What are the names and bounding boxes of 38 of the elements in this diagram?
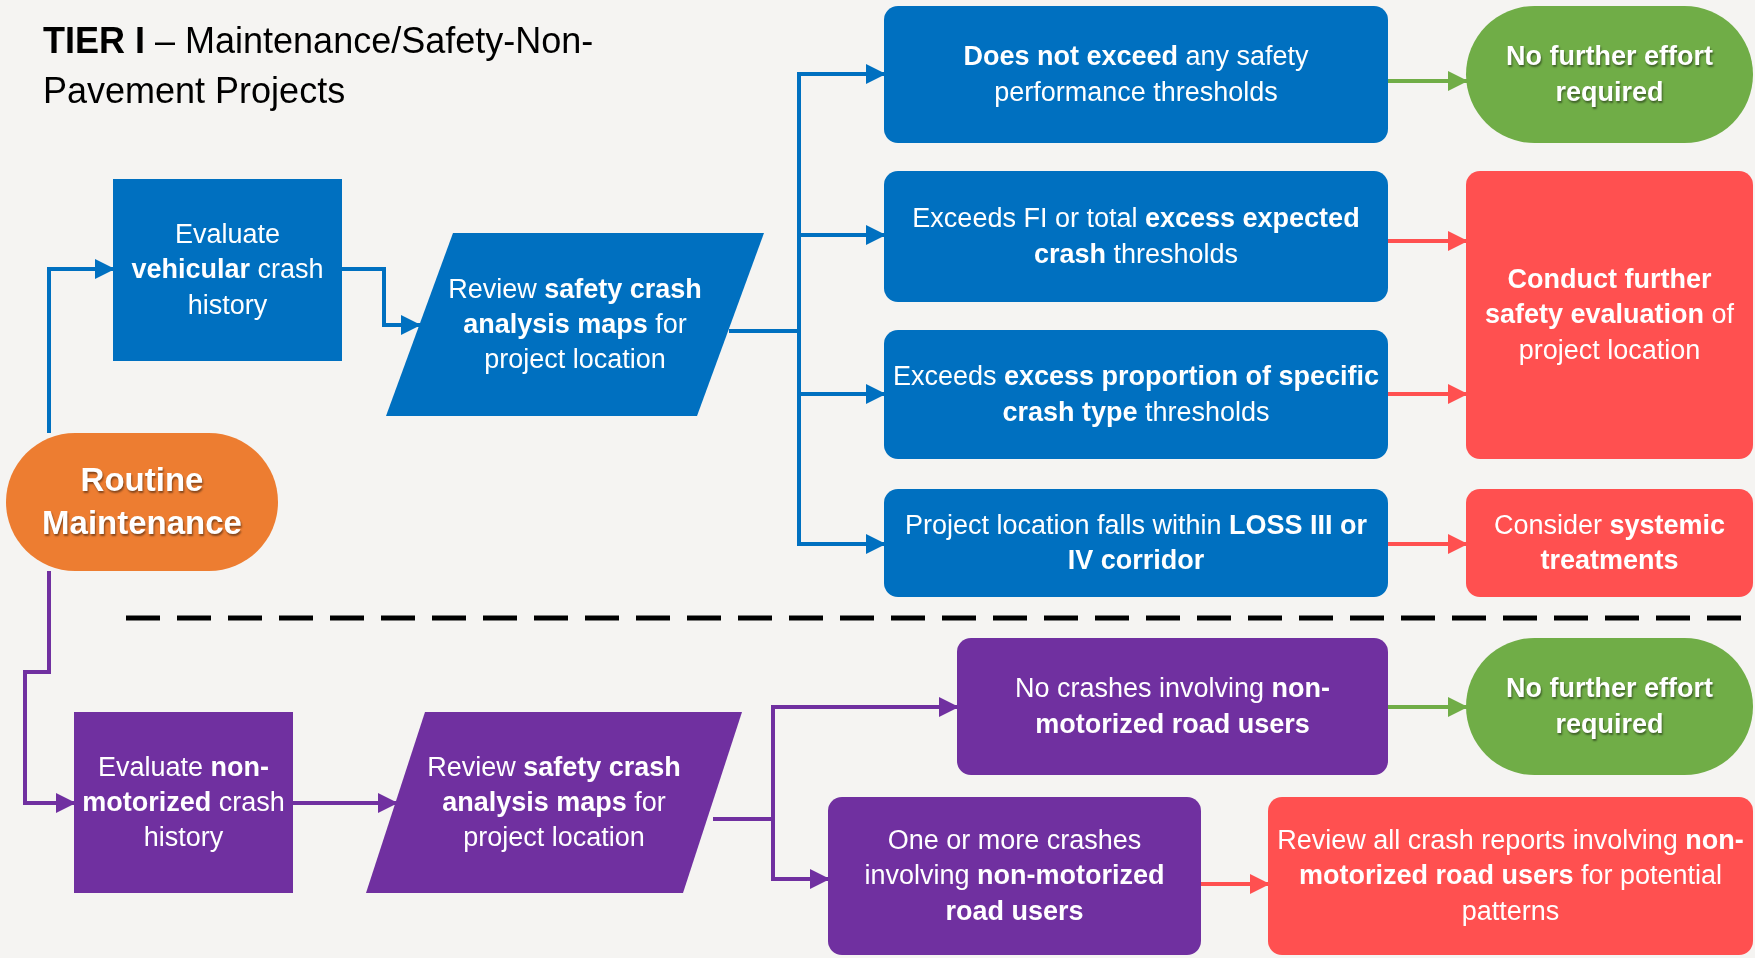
rounded-box bbox=[884, 330, 1388, 459]
arrow bbox=[23, 571, 76, 813]
rounded-box bbox=[957, 638, 1388, 775]
arrow bbox=[1386, 231, 1468, 251]
rounded-box bbox=[1466, 171, 1753, 459]
box-label: One or more crashes involving non-motorized road users bbox=[863, 824, 1166, 928]
rounded-box bbox=[1268, 797, 1753, 955]
arrow bbox=[1386, 697, 1468, 717]
rounded-box bbox=[884, 489, 1388, 597]
box-label: Routine Maintenance bbox=[41, 460, 243, 543]
box-label: Exceeds FI or total excess expected crash thresholds bbox=[911, 202, 1361, 271]
box-label: Review safety crash analysis maps for project location bbox=[426, 750, 682, 855]
box-label: Does not exceed any safety performance thresholds bbox=[962, 40, 1310, 109]
rounded-box bbox=[828, 797, 1201, 955]
rounded-box bbox=[1466, 489, 1753, 597]
box-label: Consider systemic treatments bbox=[1492, 508, 1727, 577]
box-label: No further effort required bbox=[1505, 672, 1714, 741]
data-parallelogram bbox=[366, 712, 742, 893]
box-label: Evaluate vehicular crash history bbox=[130, 218, 325, 322]
box-label: Evaluate non-motorized crash history bbox=[81, 750, 286, 855]
data-parallelogram bbox=[386, 233, 764, 416]
rounded-box bbox=[884, 6, 1388, 143]
process-box bbox=[113, 179, 342, 361]
box-label: No further effort required bbox=[1505, 40, 1714, 109]
box-label: Exceeds excess proportion of specific crash type thresholds bbox=[891, 360, 1381, 429]
rounded-box bbox=[884, 171, 1388, 302]
process-box bbox=[74, 712, 293, 893]
arrow bbox=[1199, 874, 1270, 894]
arrow bbox=[1386, 71, 1468, 91]
box-label: Review safety crash analysis maps for project location bbox=[447, 272, 703, 377]
box-label: Review all crash reports involving non-motorized road users for potential patterns bbox=[1276, 824, 1745, 928]
box-label: Conduct further safety evaluation of project location bbox=[1483, 263, 1736, 367]
diagram-title: TIER I – Maintenance/Safety-Non-Pavement Projects bbox=[43, 19, 595, 114]
arrow bbox=[1386, 534, 1468, 554]
arrow bbox=[47, 259, 115, 433]
box-label: No crashes involving non-motorized road users bbox=[1013, 672, 1332, 741]
box-label: Project location falls within LOSS III or IV corridor bbox=[903, 508, 1369, 577]
arrow bbox=[1386, 384, 1468, 404]
